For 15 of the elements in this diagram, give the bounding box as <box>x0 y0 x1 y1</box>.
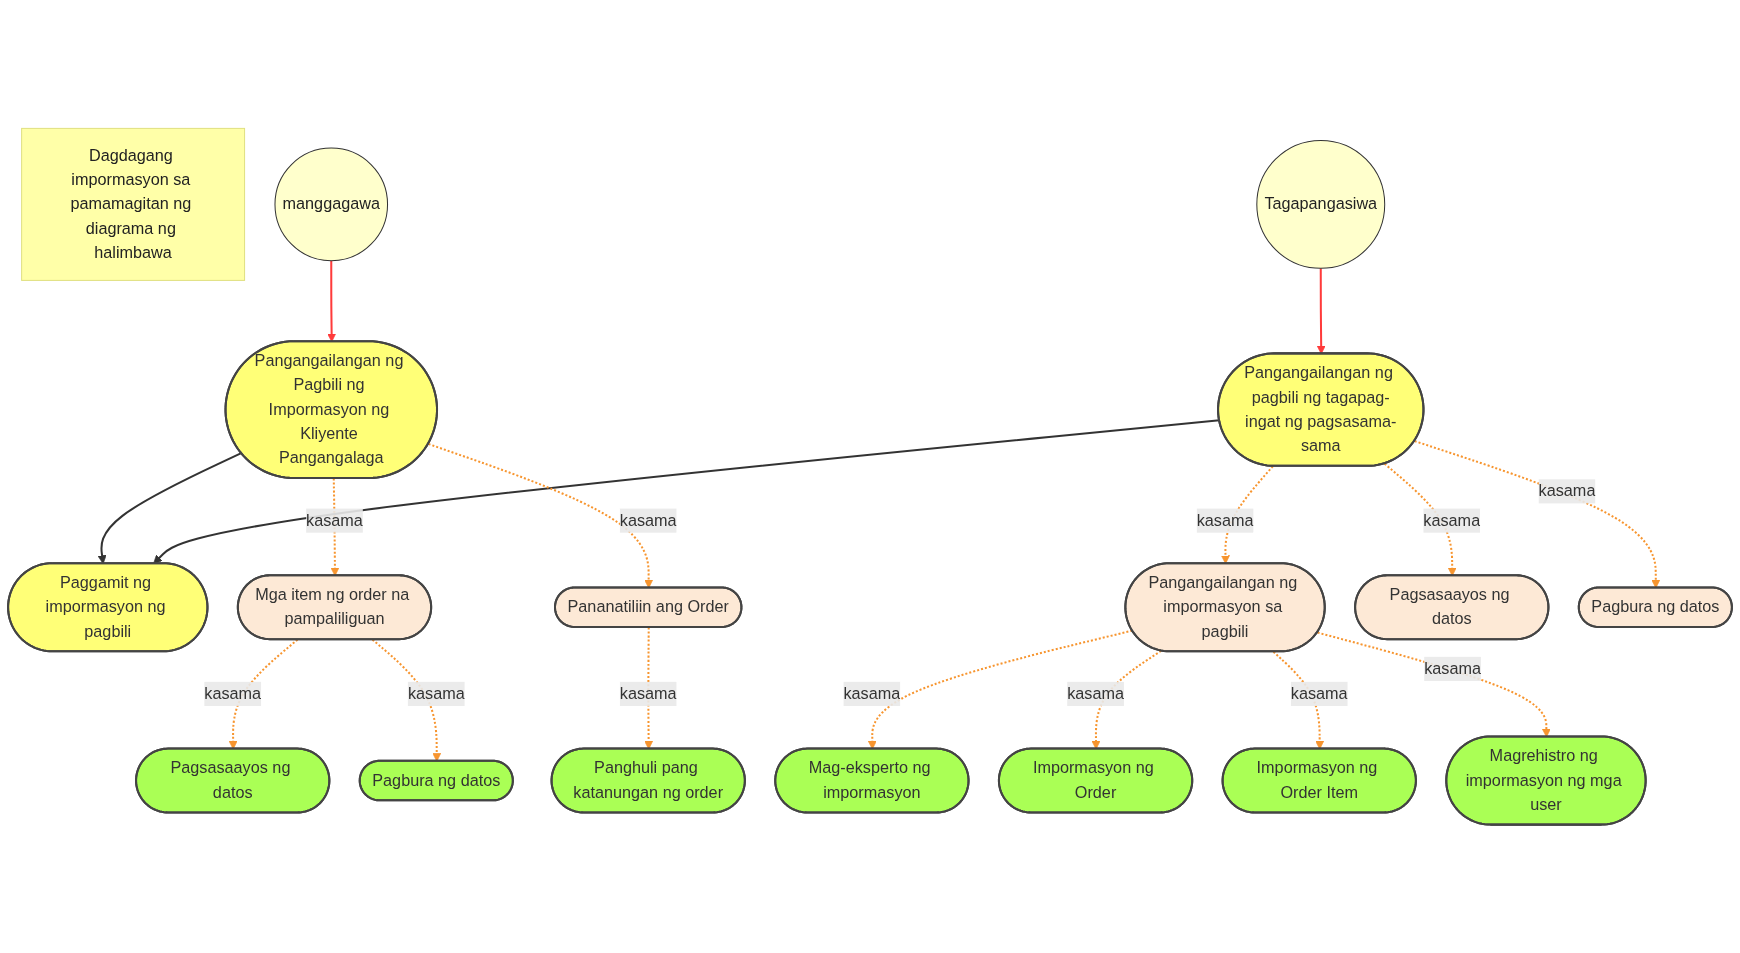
node-box: Dagdagang impormasyon sa pamamagitan ng diagrama ng halimbawa <box>21 127 246 281</box>
edge-label: kasama <box>1423 511 1481 529</box>
node-circle: manggagawa <box>274 147 389 262</box>
edge-label: kasama <box>1196 511 1254 529</box>
edge-label: kasama <box>407 684 465 702</box>
edge-label: kasama <box>306 511 363 529</box>
edge-label: kasama <box>619 511 677 529</box>
edge-label: kasama <box>843 684 901 702</box>
edge-label: kasama <box>1538 482 1596 500</box>
edge-label: kasama <box>204 684 262 702</box>
node-circle: Tagapangasiwa <box>1256 139 1386 269</box>
edge-label: kasama <box>619 684 677 702</box>
edge-label: kasama <box>1424 659 1481 677</box>
edge-label: kasama <box>1067 684 1124 702</box>
edge-label: kasama <box>1290 684 1348 702</box>
